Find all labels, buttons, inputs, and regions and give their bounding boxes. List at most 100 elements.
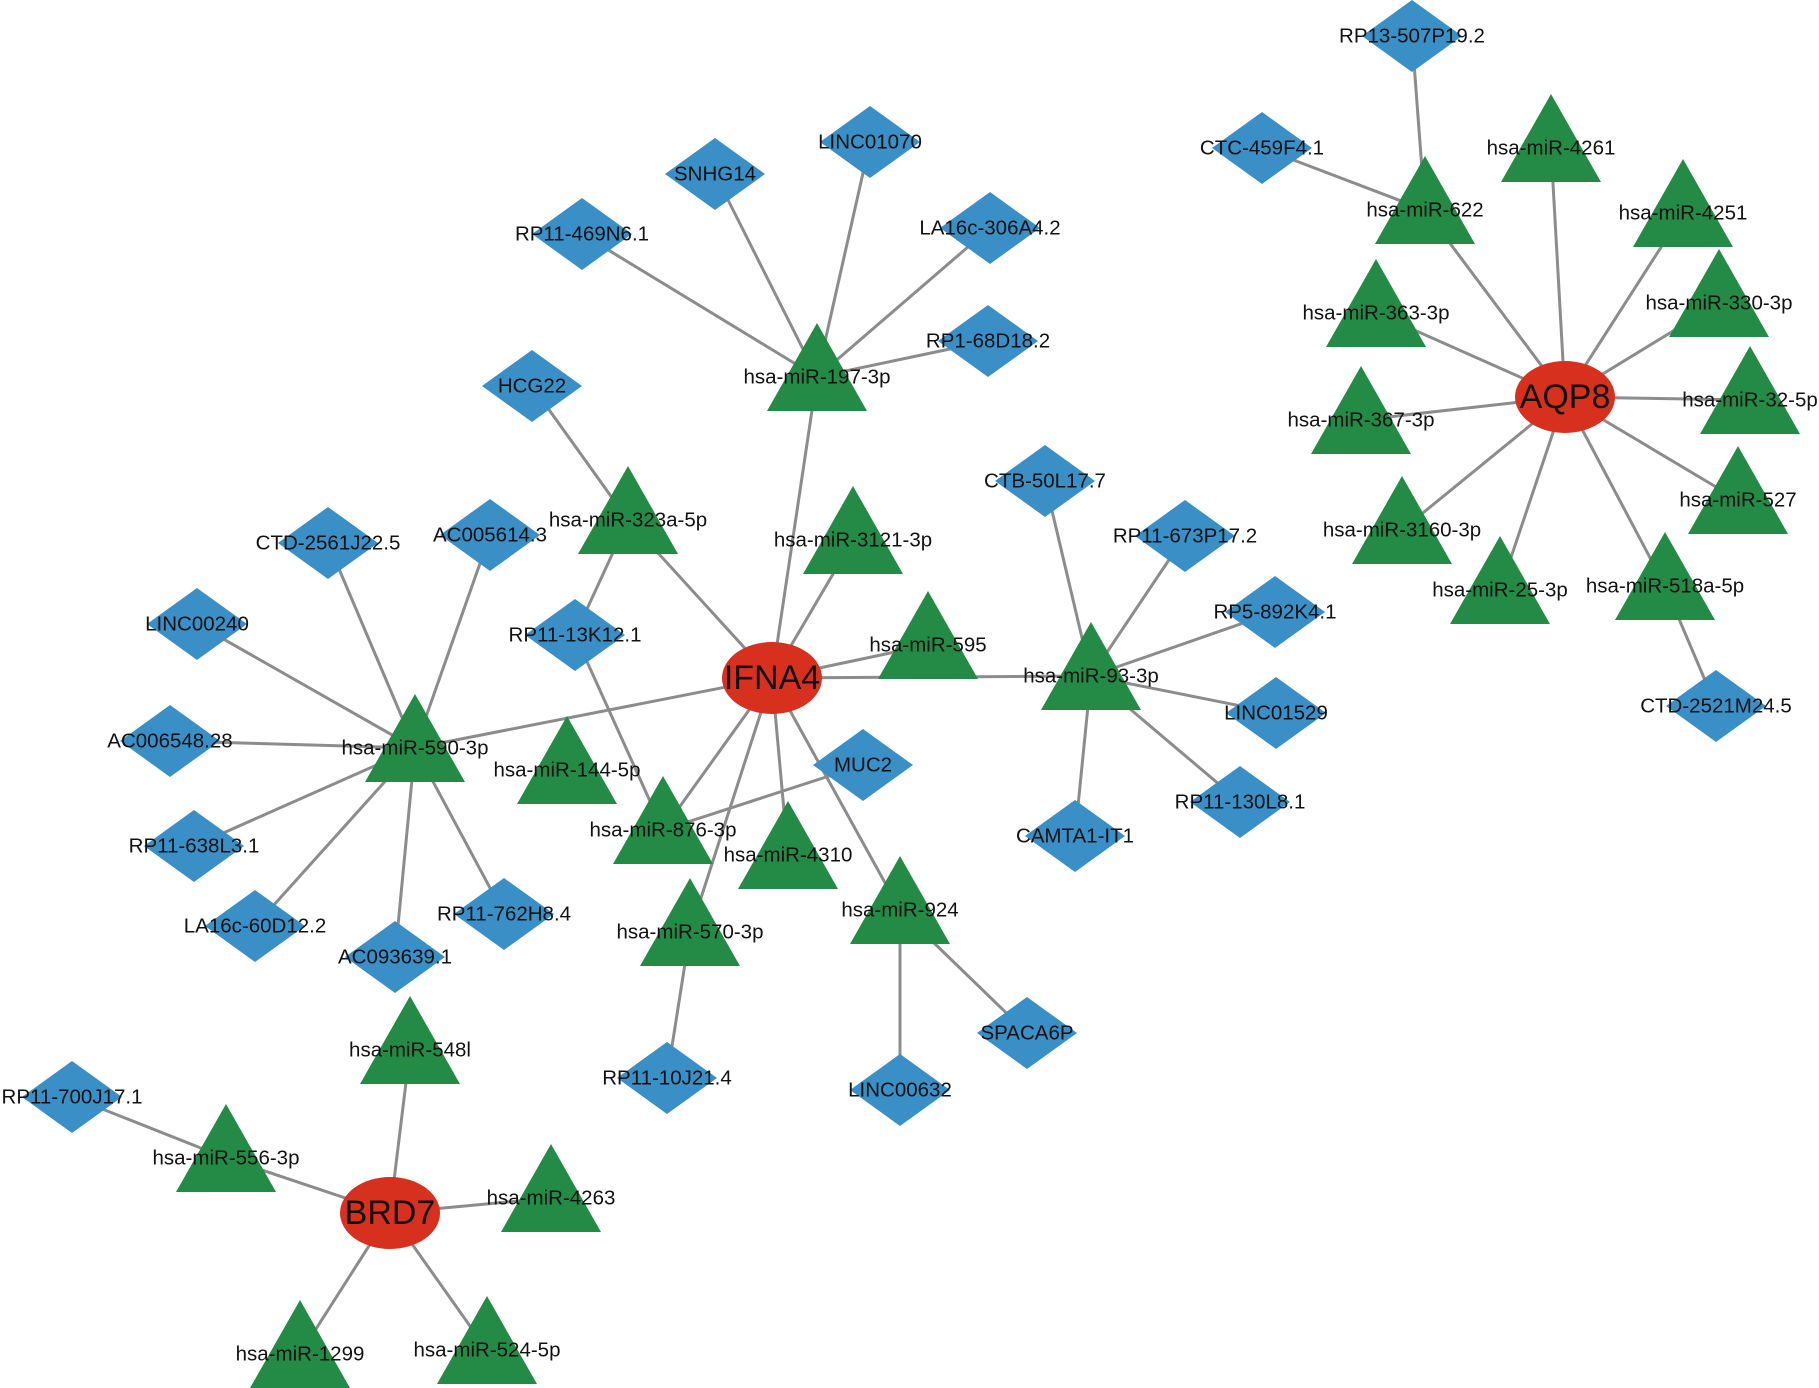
node-m197[interactable]: hsa-miR-197-3p: [744, 323, 891, 411]
node-l_ctd_2561[interactable]: CTD-2561J22.5: [256, 507, 401, 579]
node-brd7[interactable]: BRD7: [340, 1177, 440, 1249]
node-m4310[interactable]: hsa-miR-4310: [724, 801, 853, 889]
node-m4261[interactable]: hsa-miR-4261: [1487, 94, 1616, 182]
node-m330[interactable]: hsa-miR-330-3p: [1646, 249, 1793, 337]
mirna-triangle: [1326, 259, 1426, 347]
node-label: hsa-miR-876-3p: [590, 819, 737, 842]
node-l_ac093639[interactable]: AC093639.1: [338, 921, 452, 993]
node-l_rp11_10j[interactable]: RP11-10J21.4: [602, 1042, 732, 1114]
node-m595[interactable]: hsa-miR-595: [869, 591, 987, 679]
node-l_rp11_700[interactable]: RP11-700J17.1: [2, 1061, 143, 1133]
mirna-triangle: [613, 776, 713, 864]
mirna-triangle: [176, 1104, 276, 1192]
node-label: hsa-miR-518a-5p: [1586, 575, 1744, 598]
node-label: hsa-miR-323a-5p: [549, 509, 707, 532]
node-m1299[interactable]: hsa-miR-1299: [236, 1300, 365, 1388]
node-l_la16c_60[interactable]: LA16c-60D12.2: [184, 890, 326, 962]
node-m4263[interactable]: hsa-miR-4263: [487, 1144, 616, 1232]
node-label: hsa-miR-330-3p: [1646, 292, 1793, 315]
node-label: hsa-miR-924: [841, 899, 958, 922]
node-l_ac005614[interactable]: AC005614.3: [433, 499, 547, 571]
node-label: hsa-miR-363-3p: [1303, 302, 1450, 325]
node-l_spaca6p[interactable]: SPACA6P: [977, 997, 1077, 1069]
node-m524[interactable]: hsa-miR-524-5p: [414, 1296, 561, 1384]
node-label: hsa-miR-548l: [349, 1039, 471, 1062]
node-label: MUC2: [834, 754, 892, 777]
lncrna-diamond: [205, 890, 305, 962]
lncrna-diamond: [938, 305, 1038, 377]
node-m367[interactable]: hsa-miR-367-3p: [1288, 366, 1435, 454]
node-label: hsa-miR-25-3p: [1432, 579, 1568, 602]
node-l_rp1_68[interactable]: RP1-68D18.2: [926, 305, 1050, 377]
node-label: hsa-miR-4263: [487, 1187, 616, 1210]
edge-m197-L_LINC01070: [815, 141, 872, 378]
node-l_snhg14[interactable]: SNHG14: [665, 138, 765, 210]
node-l_rp11_130[interactable]: RP11-130L8.1: [1175, 766, 1306, 838]
mirna-triangle: [1501, 94, 1601, 182]
node-l_ac006548[interactable]: AC006548.28: [107, 705, 233, 777]
lncrna-diamond: [813, 729, 913, 801]
node-m3121[interactable]: hsa-miR-3121-3p: [774, 486, 932, 574]
lncrna-diamond: [1225, 576, 1325, 648]
node-label: hsa-miR-197-3p: [744, 366, 891, 389]
lncrna-diamond: [1135, 500, 1235, 572]
mirna-triangle: [1688, 446, 1788, 534]
node-m323a[interactable]: hsa-miR-323a-5p: [549, 466, 707, 554]
node-label: hsa-miR-367-3p: [1288, 409, 1435, 432]
node-label: hsa-miR-595: [869, 634, 986, 657]
node-m924[interactable]: hsa-miR-924: [841, 856, 959, 944]
mirna-triangle: [640, 878, 740, 966]
node-m518a[interactable]: hsa-miR-518a-5p: [1586, 532, 1744, 620]
node-label: AC005614.3: [433, 524, 547, 547]
lncrna-diamond: [525, 599, 625, 671]
node-m363[interactable]: hsa-miR-363-3p: [1303, 259, 1450, 347]
node-l_rp11_673[interactable]: RP11-673P17.2: [1113, 500, 1257, 572]
node-m622[interactable]: hsa-miR-622: [1366, 156, 1484, 244]
node-l_linc00240[interactable]: LINC00240: [145, 588, 249, 660]
mirna-triangle: [1669, 249, 1769, 337]
node-m527[interactable]: hsa-miR-527: [1679, 446, 1797, 534]
node-m32[interactable]: hsa-miR-32-5p: [1682, 346, 1818, 434]
node-l_la16c_306[interactable]: LA16c-306A4.2: [919, 192, 1061, 264]
node-l_linc01529[interactable]: LINC01529: [1224, 677, 1328, 749]
node-l_rp11_469[interactable]: RP11-469N6.1: [515, 198, 649, 270]
node-l_ctb[interactable]: CTB-50L17.7: [984, 445, 1106, 517]
lncrna-diamond: [147, 588, 247, 660]
node-m570[interactable]: hsa-miR-570-3p: [617, 878, 764, 966]
node-l_rp11_762[interactable]: RP11-762H8.4: [437, 878, 571, 950]
node-l_ctc[interactable]: CTC-459F4.1: [1200, 112, 1324, 184]
node-l_muc2[interactable]: MUC2: [813, 729, 913, 801]
mirna-triangle: [1633, 159, 1733, 247]
node-l_rp13[interactable]: RP13-507P19.2: [1339, 0, 1485, 72]
lncrna-diamond: [144, 810, 244, 882]
node-l_rp11_13k[interactable]: RP11-13K12.1: [509, 599, 642, 671]
node-l_rp11_638[interactable]: RP11-638L3.1: [129, 810, 260, 882]
node-m3160[interactable]: hsa-miR-3160-3p: [1323, 476, 1481, 564]
node-aqp8[interactable]: AQP8: [1515, 361, 1615, 433]
node-l_rp5[interactable]: RP5-892K4.1: [1213, 576, 1337, 648]
node-ifna4[interactable]: IFNA4: [722, 642, 822, 714]
lncrna-diamond: [1025, 800, 1125, 872]
node-label: SPACA6P: [980, 1022, 1073, 1045]
mrna-ellipse: [340, 1177, 440, 1249]
node-m548l[interactable]: hsa-miR-548l: [349, 996, 471, 1084]
node-l_ctd_2521[interactable]: CTD-2521M24.5: [1640, 670, 1792, 742]
node-label: hsa-miR-3160-3p: [1323, 519, 1481, 542]
node-m556[interactable]: hsa-miR-556-3p: [153, 1104, 300, 1192]
node-m876[interactable]: hsa-miR-876-3p: [590, 776, 737, 864]
node-m93[interactable]: hsa-miR-93-3p: [1023, 622, 1159, 710]
node-m25[interactable]: hsa-miR-25-3p: [1432, 536, 1568, 624]
lncrna-diamond: [120, 705, 220, 777]
node-l_camta1[interactable]: CAMTA1-IT1: [1016, 800, 1134, 872]
node-m4251[interactable]: hsa-miR-4251: [1619, 159, 1748, 247]
node-label: RP1-68D18.2: [926, 330, 1050, 353]
node-m144[interactable]: hsa-miR-144-5p: [494, 716, 641, 804]
node-m590[interactable]: hsa-miR-590-3p: [342, 694, 489, 782]
node-label: hsa-miR-4310: [724, 844, 853, 867]
node-label: CTB-50L17.7: [984, 470, 1106, 493]
node-l_linc00632[interactable]: LINC00632: [848, 1054, 952, 1126]
mirna-triangle: [578, 466, 678, 554]
node-label: IFNA4: [724, 659, 820, 697]
node-l_hcg22[interactable]: HCG22: [482, 350, 582, 422]
node-l_linc01070[interactable]: LINC01070: [818, 106, 922, 178]
